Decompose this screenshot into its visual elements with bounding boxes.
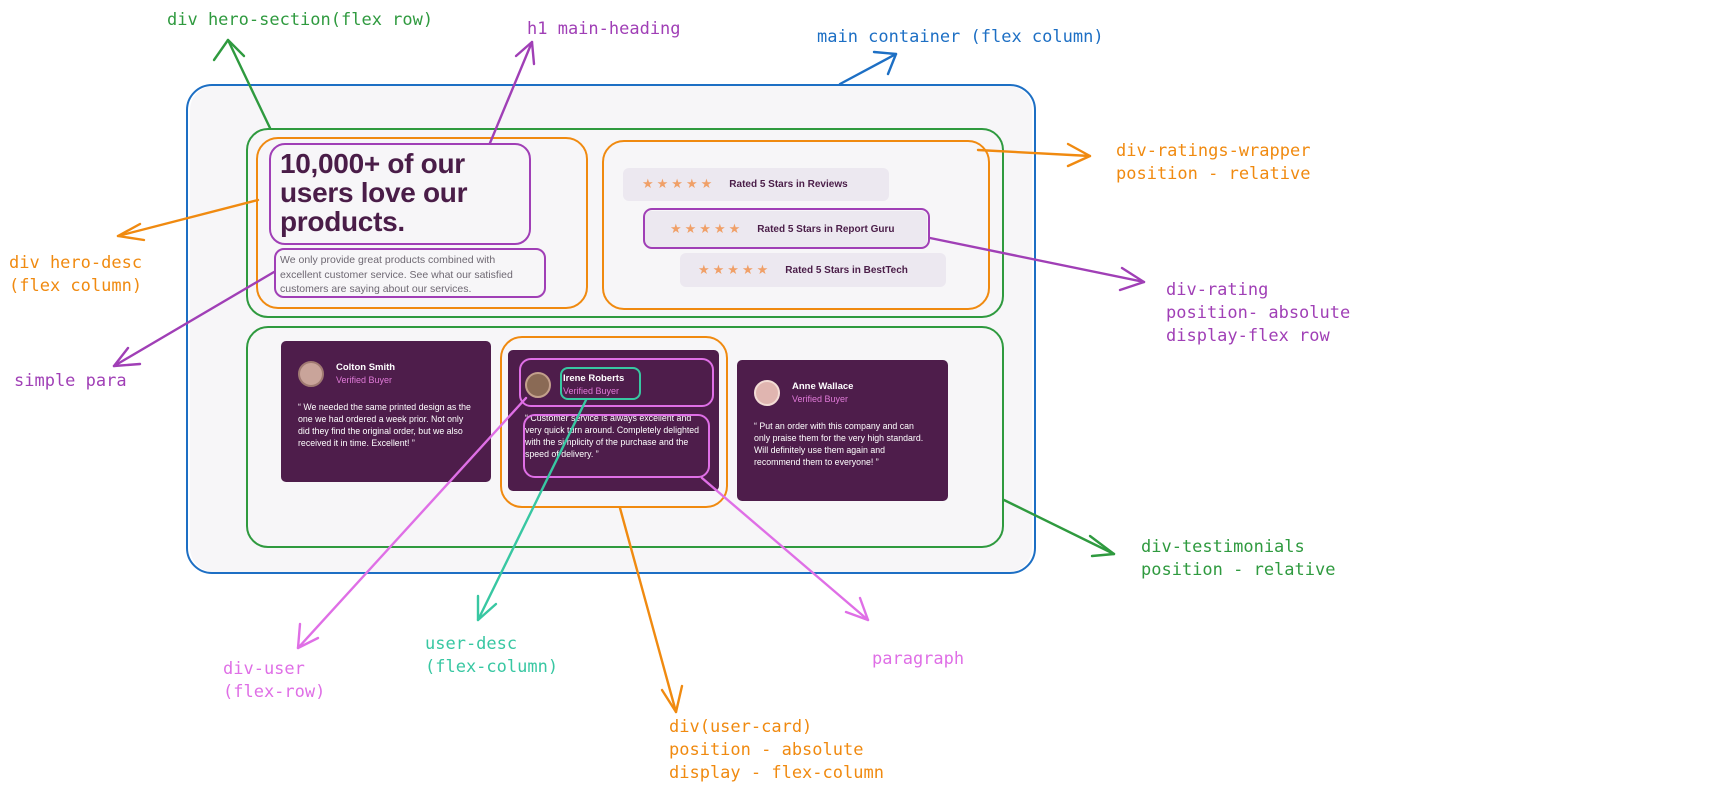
arrow-user bbox=[296, 396, 528, 650]
rating-outline bbox=[643, 208, 930, 249]
label-line: display - flex-column bbox=[669, 763, 884, 783]
label-line: position - relative bbox=[1116, 164, 1311, 184]
hero-desc-outline bbox=[256, 137, 588, 309]
user-role: Verified Buyer bbox=[792, 394, 849, 404]
user-row-outline bbox=[519, 358, 714, 407]
main-container-outline bbox=[186, 84, 1036, 574]
arrow-user-card bbox=[618, 506, 684, 714]
label-user-desc: user-desc (flex-column) bbox=[425, 633, 558, 679]
user-name: Anne Wallace bbox=[792, 381, 854, 392]
arrow-paragraph bbox=[700, 476, 870, 622]
arrow-main-heading bbox=[488, 40, 536, 145]
rating-label: Rated 5 Stars in BestTech bbox=[785, 264, 908, 276]
label-line: div hero-desc bbox=[9, 253, 143, 273]
arrow-ratings-wrapper bbox=[976, 142, 1092, 168]
arrow-main-container bbox=[838, 50, 898, 86]
user-row: Irene Roberts Verified Buyer bbox=[525, 372, 703, 398]
main-heading: 10,000+ of our users love our products. bbox=[280, 148, 468, 237]
arrow-hero-section bbox=[212, 38, 272, 130]
user-desc: Irene Roberts Verified Buyer bbox=[563, 373, 624, 397]
label-line: (flex-column) bbox=[425, 657, 559, 677]
label-hero-section: div hero-section(flex row) bbox=[167, 10, 434, 30]
label-line: display-flex row bbox=[1166, 326, 1330, 346]
label-line: user-desc bbox=[425, 634, 518, 654]
testimonial-quote: “ We needed the same printed design as t… bbox=[298, 402, 471, 448]
label-line: div-user bbox=[223, 659, 305, 679]
hero-section-outline bbox=[246, 128, 1004, 318]
label-line: (flex-row) bbox=[223, 682, 326, 702]
rating-reviews: ★★★★★ Rated 5 Stars in Reviews bbox=[623, 168, 889, 201]
testimonial-card-anne: Anne Wallace Verified Buyer “ Put an ord… bbox=[737, 360, 948, 501]
rating-besttech: ★★★★★ Rated 5 Stars in BestTech bbox=[680, 253, 946, 287]
label-line: div-testimonials bbox=[1141, 537, 1305, 557]
label-line: div-ratings-wrapper bbox=[1116, 141, 1311, 161]
label-line: position - absolute bbox=[669, 740, 864, 760]
user-name: Colton Smith bbox=[336, 362, 396, 373]
avatar bbox=[525, 372, 551, 398]
label-main-heading: h1 main-heading bbox=[527, 19, 681, 39]
main-heading-outline bbox=[269, 143, 531, 245]
user-row: Anne Wallace Verified Buyer bbox=[754, 380, 932, 406]
label-user: div-user (flex-row) bbox=[223, 658, 325, 704]
rating-report-guru: ★★★★★ Rated 5 Stars in Report Guru bbox=[645, 211, 927, 247]
testimonial-card-irene: Irene Roberts Verified Buyer “ Customer … bbox=[508, 350, 719, 491]
paragraph-outline bbox=[523, 414, 710, 478]
label-rating: div-rating position- absolute display-fl… bbox=[1166, 279, 1350, 348]
arrow-hero-desc bbox=[116, 198, 260, 242]
simple-para-outline bbox=[274, 248, 546, 298]
user-card-outline bbox=[500, 336, 728, 508]
testimonial-quote: “ Put an order with this company and can… bbox=[754, 421, 924, 467]
label-simple-para: simple para bbox=[14, 371, 127, 391]
rating-label: Rated 5 Stars in Reviews bbox=[729, 179, 848, 190]
testimonial-card-colton: Colton Smith Verified Buyer “ We needed … bbox=[281, 341, 491, 482]
label-ratings-wrapper: div-ratings-wrapper position - relative bbox=[1116, 140, 1310, 186]
label-user-card: div(user-card) position - absolute displ… bbox=[669, 716, 884, 785]
user-role: Verified Buyer bbox=[563, 386, 620, 396]
user-desc-outline bbox=[560, 367, 641, 400]
arrow-user-desc bbox=[476, 398, 588, 622]
avatar bbox=[754, 380, 780, 406]
user-role: Verified Buyer bbox=[336, 375, 393, 385]
arrow-rating bbox=[928, 236, 1146, 292]
user-desc: Anne Wallace Verified Buyer bbox=[792, 381, 853, 405]
star-icons: ★★★★★ bbox=[642, 177, 716, 192]
arrow-testimonials bbox=[1002, 498, 1116, 558]
label-paragraph: paragraph bbox=[872, 649, 965, 669]
star-icons: ★★★★★ bbox=[670, 221, 744, 237]
label-line: div-rating bbox=[1166, 280, 1269, 300]
rating-label: Rated 5 Stars in Report Guru bbox=[757, 223, 895, 235]
user-row: Colton Smith Verified Buyer bbox=[298, 361, 475, 387]
arrow-simple-para bbox=[112, 270, 276, 368]
label-line: (flex column) bbox=[9, 276, 143, 296]
user-name: Irene Roberts bbox=[563, 373, 625, 384]
label-testimonials: div-testimonials position - relative bbox=[1141, 536, 1335, 582]
avatar bbox=[298, 361, 324, 387]
star-icons: ★★★★★ bbox=[698, 262, 772, 278]
testimonial-quote: “ Customer service is always excellent a… bbox=[525, 413, 700, 459]
label-line: position- absolute bbox=[1166, 303, 1351, 323]
label-line: div(user-card) bbox=[669, 717, 813, 737]
hero-description: We only provide great products combined … bbox=[280, 254, 513, 295]
label-line: position - relative bbox=[1141, 560, 1336, 580]
ratings-wrapper-outline bbox=[602, 140, 990, 310]
label-hero-desc: div hero-desc (flex column) bbox=[9, 252, 142, 298]
label-main-container: main container (flex column) bbox=[817, 27, 1104, 47]
user-desc: Colton Smith Verified Buyer bbox=[336, 362, 395, 386]
testimonials-outline bbox=[246, 326, 1004, 548]
